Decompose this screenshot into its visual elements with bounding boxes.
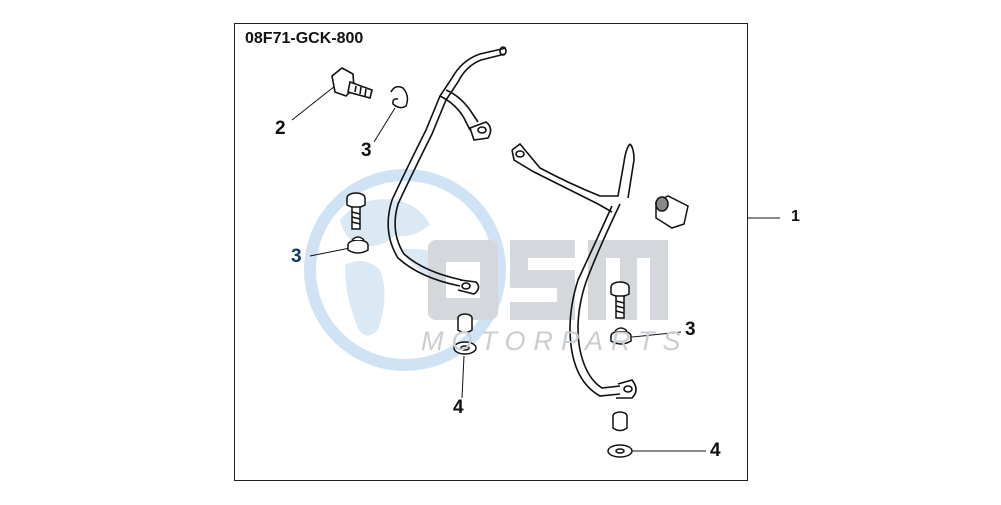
watermark-text: MOTORPARTS xyxy=(421,326,689,356)
part-code-label: 08F71-GCK-800 xyxy=(245,30,364,47)
spacer-top xyxy=(655,195,689,229)
callout-4-left: 4 xyxy=(453,397,464,418)
diagram-frame xyxy=(234,23,748,481)
callout-1: 1 xyxy=(791,208,800,225)
callout-3-top: 3 xyxy=(361,140,372,161)
rubber-washer-right xyxy=(607,411,633,458)
callout-3-right: 3 xyxy=(685,319,696,340)
bracket-right xyxy=(511,142,637,399)
leader-lines xyxy=(291,85,780,452)
clip-nut-right xyxy=(610,327,632,345)
callout-3-left: 3 xyxy=(291,246,302,267)
rubber-washer-left xyxy=(453,313,477,355)
clip-nut-left xyxy=(347,236,369,254)
callout-2: 2 xyxy=(275,118,286,139)
callout-4-right: 4 xyxy=(710,440,721,461)
screw-right xyxy=(610,281,630,319)
bolt-part-2 xyxy=(331,67,373,99)
bracket-left xyxy=(387,46,507,295)
clip-nut-top xyxy=(390,85,409,109)
screw-left xyxy=(346,192,366,230)
